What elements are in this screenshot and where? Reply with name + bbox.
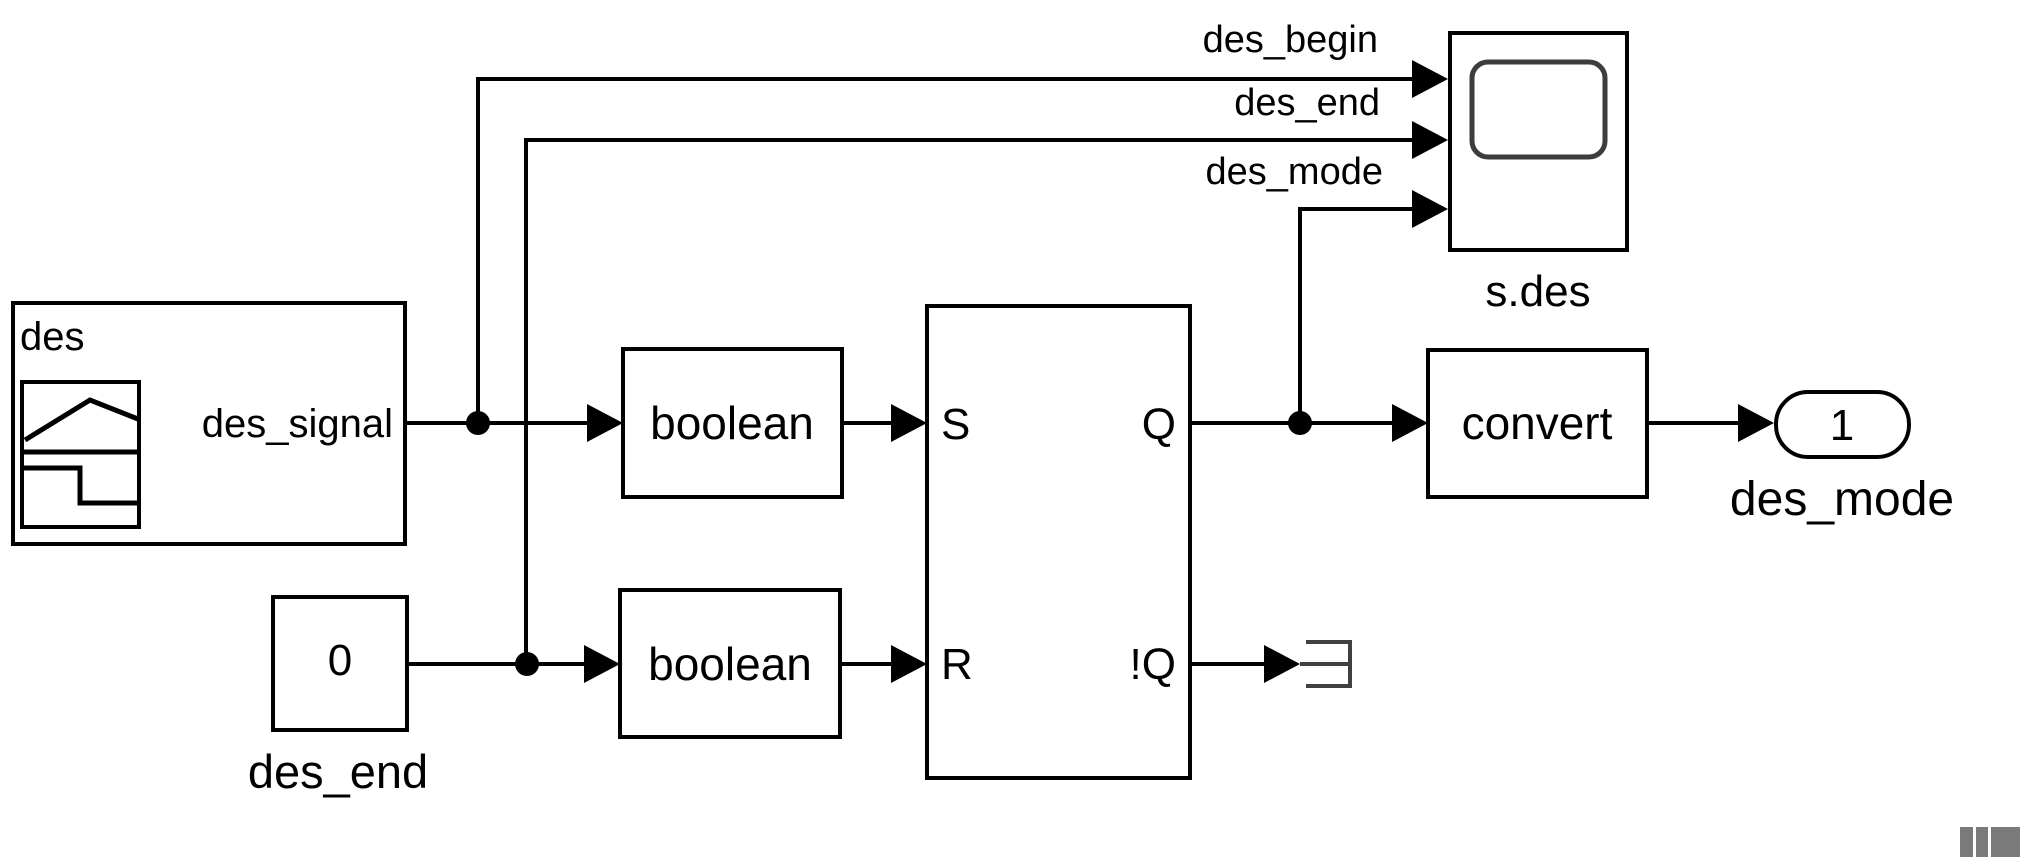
corner-grip-icon (1960, 827, 2020, 857)
convert-label: convert (1462, 397, 1613, 449)
boolean-upper-block[interactable]: boolean (621, 347, 844, 499)
constant-block[interactable]: 0 (271, 595, 409, 732)
arrowhead-icon (891, 404, 927, 442)
terminator-icon[interactable] (1300, 640, 1352, 688)
port-label-nq: !Q (1130, 640, 1176, 689)
wire-boolean-to-s[interactable] (842, 404, 927, 442)
arrowhead-icon (1412, 190, 1448, 228)
sr-flipflop-block[interactable]: S Q R !Q (925, 304, 1192, 780)
wire-label-des-begin[interactable]: des_begin (1203, 19, 1378, 61)
wire-des-begin-to-scope[interactable] (476, 60, 1448, 423)
wire-nq-to-terminator[interactable] (1190, 645, 1300, 683)
wire-label-des-end[interactable]: des_end (1234, 82, 1380, 124)
port-label-q: Q (1142, 400, 1176, 449)
arrowhead-icon (1412, 121, 1448, 159)
outport-number: 1 (1830, 401, 1854, 450)
des-block-title: des (20, 315, 85, 359)
des-signal-port-label: des_signal (202, 402, 393, 446)
port-label-r: R (941, 640, 973, 689)
wire-boolean-to-r[interactable] (840, 645, 927, 683)
convert-block[interactable]: convert (1426, 348, 1649, 499)
wire-des-end-to-scope[interactable] (524, 121, 1448, 664)
wire-constant-to-boolean[interactable] (407, 645, 620, 683)
boolean-upper-label: boolean (650, 397, 814, 449)
wire-convert-to-outport[interactable] (1647, 404, 1774, 442)
arrowhead-icon (1412, 60, 1448, 98)
constant-value: 0 (328, 636, 352, 685)
boolean-lower-block[interactable]: boolean (618, 588, 842, 739)
signal-waveform-icon (20, 380, 141, 529)
scope-block-caption: s.des (1485, 267, 1590, 316)
wire-des-signal[interactable] (405, 404, 623, 442)
constant-block-caption: des_end (248, 745, 428, 798)
arrowhead-icon (1392, 404, 1428, 442)
arrowhead-icon (891, 645, 927, 683)
port-label-s: S (941, 400, 970, 449)
junction-dot (515, 652, 539, 676)
wire-q-to-convert[interactable] (1190, 404, 1428, 442)
scope-screen-icon (1469, 59, 1608, 160)
wire-des-mode-to-scope[interactable] (1298, 190, 1448, 423)
outport-block[interactable]: 1 (1774, 390, 1911, 459)
arrowhead-icon (587, 404, 623, 442)
arrowhead-icon (584, 645, 620, 683)
wire-label-des-mode[interactable]: des_mode (1206, 151, 1383, 193)
arrowhead-icon (1738, 404, 1774, 442)
arrowhead-icon (1264, 645, 1300, 683)
outport-caption: des_mode (1730, 473, 1954, 526)
scope-block[interactable] (1448, 31, 1629, 252)
des-source-block[interactable]: des des_signal (11, 301, 407, 546)
boolean-lower-label: boolean (648, 638, 812, 690)
